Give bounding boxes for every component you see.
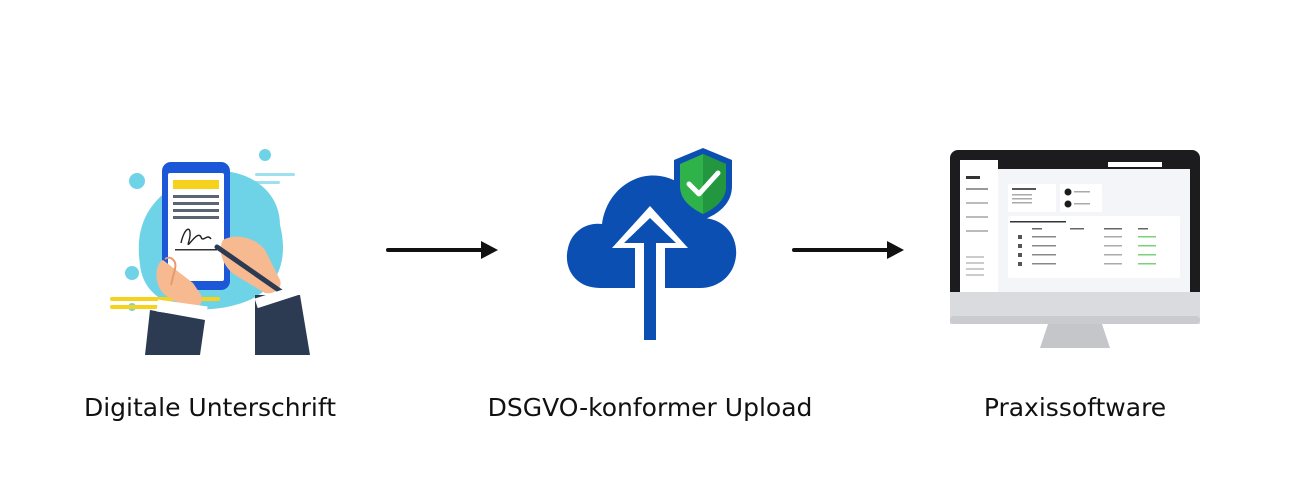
step-label-upload: DSGVO-konformer Upload <box>487 393 813 422</box>
desktop-monitor-icon <box>950 150 1200 348</box>
phone-signature-icon <box>110 149 310 355</box>
step-label-software: Praxissoftware <box>983 393 1167 422</box>
arrow-right-icon <box>386 241 498 259</box>
arrow-right-icon <box>792 241 904 259</box>
step-label-signature: Digitale Unterschrift <box>83 393 336 422</box>
cloud-upload-shield-icon <box>566 148 737 345</box>
